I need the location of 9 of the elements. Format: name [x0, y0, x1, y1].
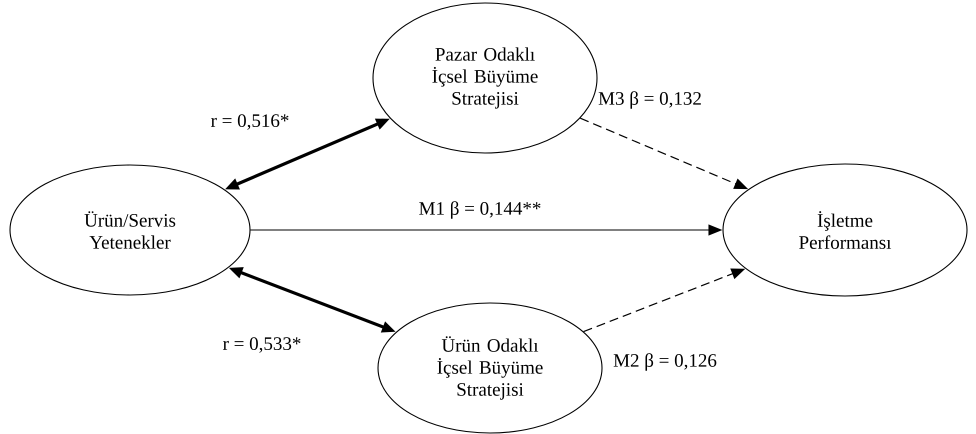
ellipse-node: İşletme Performansı — [722, 163, 968, 297]
ellipse-node: Pazar Odaklı İçsel Büyüme Stratejisi — [372, 2, 598, 154]
edge-label: M3 β = 0,132 — [597, 90, 703, 110]
edge-label: M2 β = 0,126 — [612, 352, 718, 372]
edge-label: M1 β = 0,144** — [418, 200, 542, 220]
edge-label: r = 0,533* — [222, 336, 302, 354]
edge-label: r = 0,516* — [210, 113, 290, 131]
ellipse-node: Ürün/Servis Yetenekler — [9, 164, 251, 296]
ellipse-node: Ürün Odaklı İçsel Büyüme Stratejisi — [377, 302, 603, 434]
